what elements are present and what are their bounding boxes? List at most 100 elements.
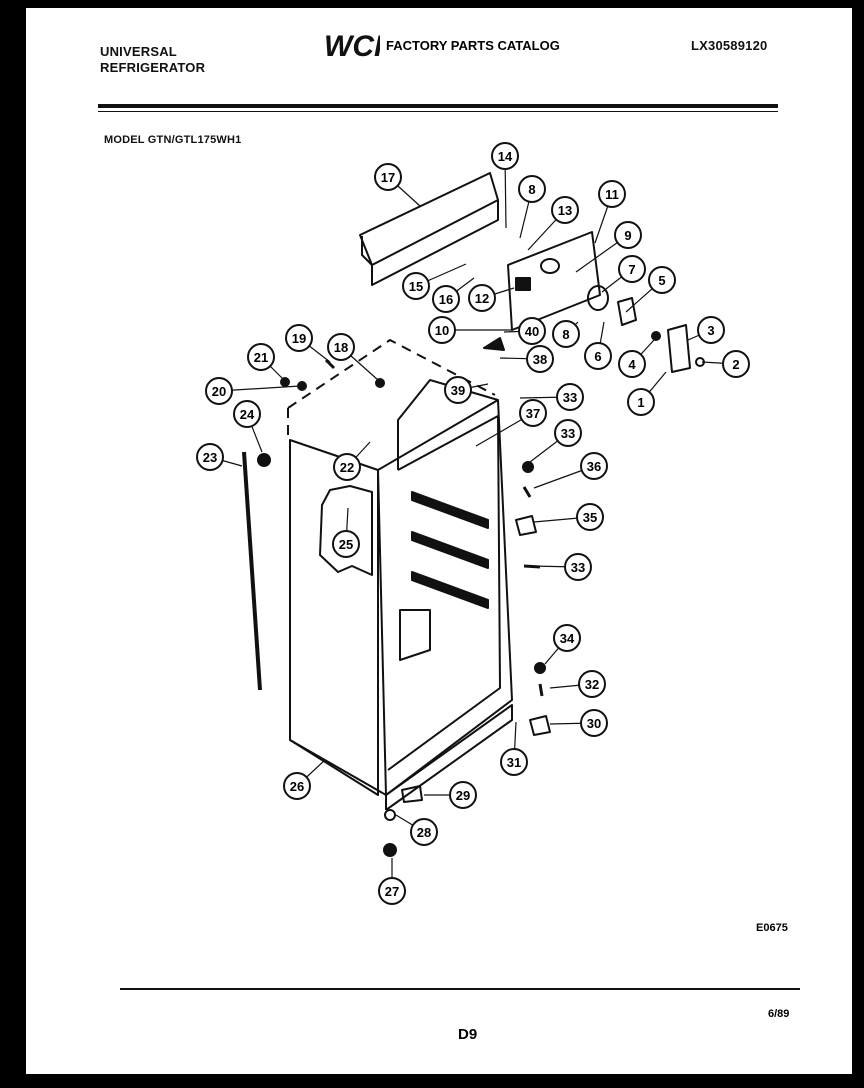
model-number: MODEL GTN/GTL175WH1 xyxy=(104,134,242,146)
cabinet-liner-back xyxy=(387,415,501,771)
light-socket xyxy=(483,337,505,351)
brand-line-1: UNIVERSAL xyxy=(100,44,177,59)
hardware-screw xyxy=(522,486,532,498)
callout-circle xyxy=(580,452,608,480)
callout-label: 24 xyxy=(240,407,255,422)
callout-label: 35 xyxy=(583,510,597,525)
cabinet-side-wall xyxy=(289,439,379,796)
callout-label: 8 xyxy=(528,182,535,197)
callout-circle xyxy=(551,196,579,224)
callout-label: 18 xyxy=(334,340,348,355)
callout-label: 12 xyxy=(475,291,489,306)
drain-tube xyxy=(242,451,262,691)
top-cover-edge xyxy=(361,236,373,266)
callout-8: 8 xyxy=(518,175,546,203)
callout-circle xyxy=(614,221,642,249)
callout-4: 4 xyxy=(618,350,646,378)
catalog-number: LX30589120 xyxy=(691,38,768,53)
callout-29: 29 xyxy=(449,781,477,809)
hardware-washer xyxy=(522,461,534,473)
callout-28: 28 xyxy=(410,818,438,846)
header-rule-thick xyxy=(98,104,778,108)
brand-name: UNIVERSAL REFRIGERATOR xyxy=(100,44,205,76)
light-switch-housing xyxy=(667,324,691,373)
callout-37: 37 xyxy=(519,399,547,427)
callout-39: 39 xyxy=(444,376,472,404)
callout-33: 33 xyxy=(564,553,592,581)
callout-circle xyxy=(627,388,655,416)
callout-label: 11 xyxy=(605,187,619,202)
callout-circle xyxy=(518,175,546,203)
callout-40: 40 xyxy=(518,317,546,345)
callout-circle xyxy=(500,748,528,776)
callout-label: 38 xyxy=(533,352,547,367)
callout-circle xyxy=(518,317,546,345)
callout-label: 20 xyxy=(212,384,226,399)
callout-circle xyxy=(205,377,233,405)
callout-circle xyxy=(578,670,606,698)
screw-18 xyxy=(375,378,385,388)
callout-circle xyxy=(468,284,496,312)
shelf-rail-2 xyxy=(411,531,489,569)
callout-label: 33 xyxy=(561,426,575,441)
clip-19 xyxy=(324,358,336,370)
callout-label: 1 xyxy=(637,395,644,410)
wci-logo: WCI xyxy=(324,30,380,60)
callout-circle xyxy=(576,503,604,531)
catalog-sheet: UNIVERSAL REFRIGERATOR WCI FACTORY PARTS… xyxy=(26,8,852,1074)
callout-label: 36 xyxy=(587,459,601,474)
revision-date: 6/89 xyxy=(768,1008,790,1020)
callout-14: 14 xyxy=(491,142,519,170)
callout-circle xyxy=(378,877,406,905)
callout-21: 21 xyxy=(247,343,275,371)
callout-circle xyxy=(333,453,361,481)
page-number: D9 xyxy=(458,1026,478,1043)
callout-25: 25 xyxy=(332,530,360,558)
callout-8: 8 xyxy=(552,320,580,348)
tube-grommet xyxy=(257,453,271,467)
callout-15: 15 xyxy=(402,272,430,300)
catalog-title: FACTORY PARTS CATALOG xyxy=(386,37,560,53)
callout-36: 36 xyxy=(580,452,608,480)
callout-circle xyxy=(247,343,275,371)
callout-circle xyxy=(449,781,477,809)
thermostat-plate xyxy=(617,297,637,326)
callout-33: 33 xyxy=(556,383,584,411)
callout-label: 17 xyxy=(381,170,395,185)
callout-circle xyxy=(327,333,355,361)
callout-label: 10 xyxy=(435,323,449,338)
hardware-nut xyxy=(534,662,546,674)
callout-31: 31 xyxy=(500,748,528,776)
switch-screw xyxy=(651,331,661,341)
callout-label: 37 xyxy=(526,406,540,421)
callout-label: 2 xyxy=(732,357,739,372)
callout-circle xyxy=(491,142,519,170)
callout-label: 9 xyxy=(624,228,631,243)
callout-label: 19 xyxy=(292,331,306,346)
callout-circle xyxy=(648,266,676,294)
callout-33: 33 xyxy=(554,419,582,447)
shelf-rail-3 xyxy=(411,571,489,609)
callout-3: 3 xyxy=(697,316,725,344)
callout-label: 40 xyxy=(525,324,539,339)
callout-7: 7 xyxy=(618,255,646,283)
callout-label: 8 xyxy=(562,327,569,342)
callout-label: 4 xyxy=(628,357,636,372)
callout-label: 30 xyxy=(587,716,601,731)
leveling-foot xyxy=(383,843,397,857)
thermostat-knob xyxy=(587,285,609,311)
callout-circle xyxy=(697,316,725,344)
control-bracket xyxy=(507,231,601,331)
bottom-hinge xyxy=(529,715,551,736)
wall-cutaway xyxy=(319,485,373,576)
leveling-bracket xyxy=(401,785,423,803)
callout-label: 23 xyxy=(203,450,217,465)
callout-circle xyxy=(444,376,472,404)
callout-17: 17 xyxy=(374,163,402,191)
callout-label: 6 xyxy=(594,349,601,364)
callout-label: 7 xyxy=(628,262,635,277)
callout-circle xyxy=(332,530,360,558)
shelf-rail-1 xyxy=(411,491,489,529)
